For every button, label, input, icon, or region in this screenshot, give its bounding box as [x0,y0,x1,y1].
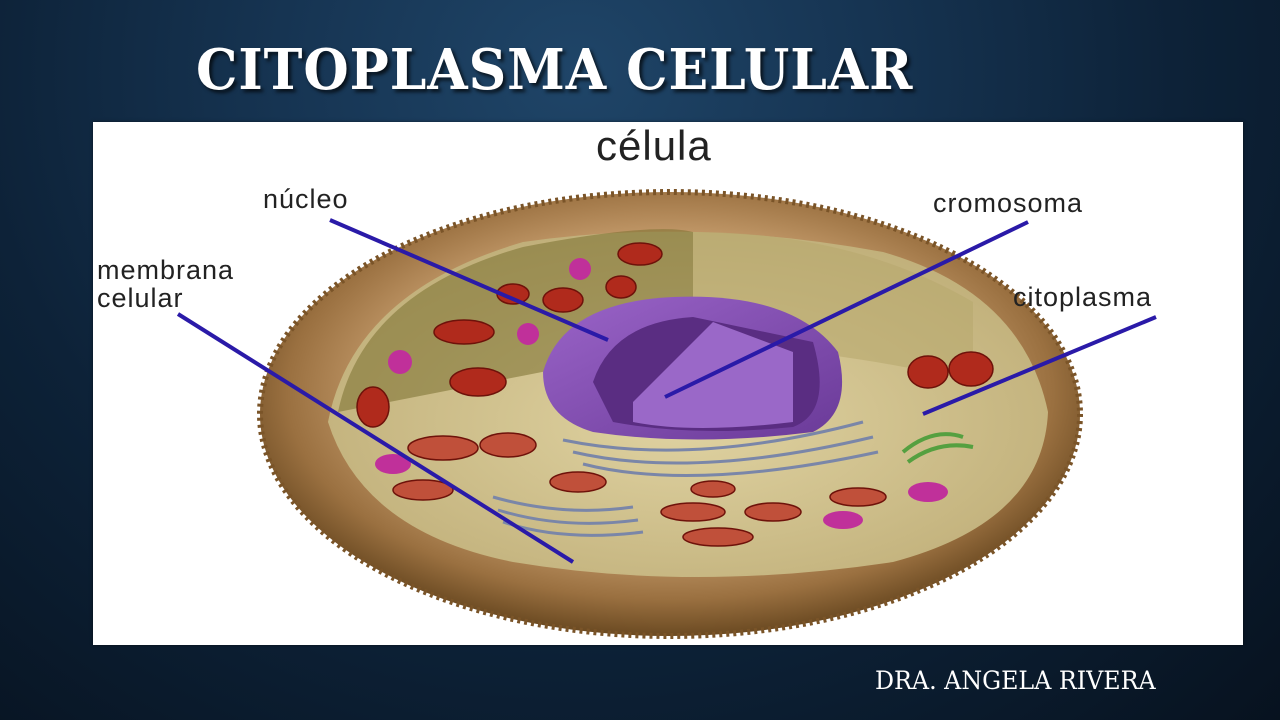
slide-title: CITOPLASMA CELULAR [196,37,914,103]
label-chromosome: cromosoma [933,188,1084,218]
diagram-heading: célula [596,122,712,169]
lysosomes [375,258,948,529]
cell-illustration [176,189,1157,639]
golgi [901,432,974,464]
author-name: DRA. ANGELA RIVERA [875,666,1156,695]
label-membrane-line1: membrana [97,255,235,285]
membrane-pointer [176,312,575,564]
label-membrane: membrana celular [97,256,234,312]
label-membrane-line2: celular [97,283,184,313]
nucleus-pointer [329,218,609,342]
cell-diagram: célula núcleo membrana celular cromosoma… [93,122,1243,645]
cytoplasm-pointer [922,315,1157,416]
label-cytoplasm: citoplasma [1013,282,1153,312]
leader-lines [176,218,1157,564]
chromosome-pointer [664,220,1029,399]
mitochondria [356,242,994,547]
label-nucleus: núcleo [263,184,349,214]
